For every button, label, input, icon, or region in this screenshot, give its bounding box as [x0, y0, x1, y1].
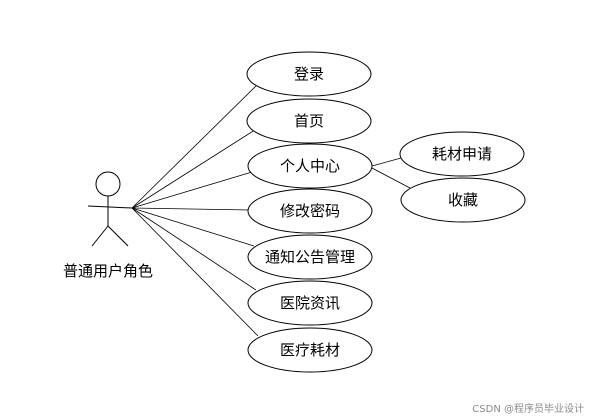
association-home [131, 127, 259, 209]
use-case-ellipse [400, 177, 526, 223]
association-consumable-application [371, 157, 402, 167]
actor-figure [87, 171, 133, 247]
use-case-label: 收藏 [448, 191, 478, 209]
use-case-ellipse [247, 280, 373, 326]
use-case-home: 首页 [246, 98, 372, 144]
use-case-ellipse [247, 143, 373, 189]
use-case-ellipse [246, 51, 372, 97]
association-favorites [371, 167, 411, 189]
use-case-label: 修改密码 [280, 202, 340, 220]
use-case-personal-center: 个人中心 [247, 143, 373, 189]
use-case-label: 耗材申请 [432, 145, 492, 163]
use-case-ellipse [247, 188, 373, 234]
use-case-label: 医院资讯 [280, 294, 340, 312]
actor-associations [131, 81, 261, 337]
actor-label: 普通用户角色 [63, 262, 153, 280]
actor-head [95, 171, 121, 197]
use-case-label: 登录 [294, 65, 324, 83]
actor-left-leg [91, 225, 109, 247]
use-case-consumable-application: 耗材申请 [399, 131, 525, 177]
use-case-favorites: 收藏 [400, 177, 526, 223]
sub-associations [371, 157, 411, 189]
association-hospital-news [131, 207, 257, 291]
use-case-label: 个人中心 [280, 157, 340, 175]
actor-right-leg [107, 225, 129, 247]
association-personal-center [131, 171, 253, 209]
association-medical-consumables [131, 207, 259, 337]
use-case-change-password: 修改密码 [247, 188, 373, 234]
use-case-ellipse [247, 327, 373, 373]
use-case-hospital-news: 医院资讯 [247, 280, 373, 326]
watermark-text: CSDN @程序员毕业设计 [472, 402, 584, 415]
use-case-ellipse [246, 98, 372, 144]
use-case-announcement-management: 通知公告管理 [247, 234, 373, 280]
use-case-medical-consumables: 医疗耗材 [247, 327, 373, 373]
actor-arms [87, 205, 133, 209]
association-announcement-management [131, 207, 255, 247]
use-case-login: 登录 [246, 51, 372, 97]
association-login [131, 81, 261, 209]
use-case-label: 通知公告管理 [265, 248, 355, 266]
use-case-label: 医疗耗材 [280, 341, 340, 359]
use-case-label: 首页 [294, 112, 324, 130]
association-change-password [131, 207, 251, 211]
use-case-ellipse [247, 234, 373, 280]
use-case-ellipse [399, 131, 525, 177]
